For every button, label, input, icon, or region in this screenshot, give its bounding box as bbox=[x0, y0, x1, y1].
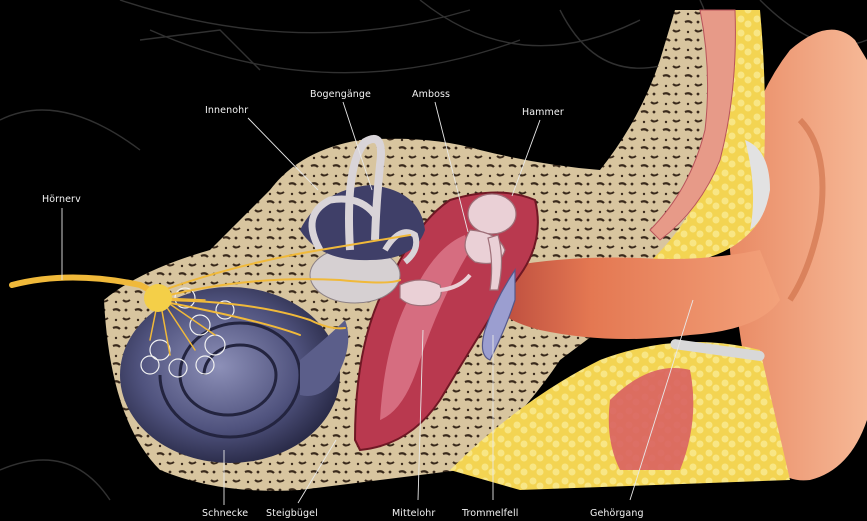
label-mittelohr: Mittelohr bbox=[392, 508, 435, 519]
ear-canal bbox=[490, 250, 780, 339]
hammer-head bbox=[468, 194, 516, 234]
label-hammer: Hammer bbox=[522, 107, 564, 118]
label-gehoergang: Gehörgang bbox=[590, 508, 644, 519]
stapes bbox=[400, 280, 441, 306]
label-bogengaenge: Bogengänge bbox=[310, 89, 371, 100]
label-trommelfell: Trommelfell bbox=[461, 508, 518, 519]
label-innenohr: Innenohr bbox=[205, 105, 248, 116]
label-hoernerv: Hörnerv bbox=[42, 194, 81, 205]
label-amboss: Amboss bbox=[412, 89, 450, 100]
label-steigbuegel: Steigbügel bbox=[266, 508, 318, 519]
label-schnecke: Schnecke bbox=[202, 508, 248, 519]
